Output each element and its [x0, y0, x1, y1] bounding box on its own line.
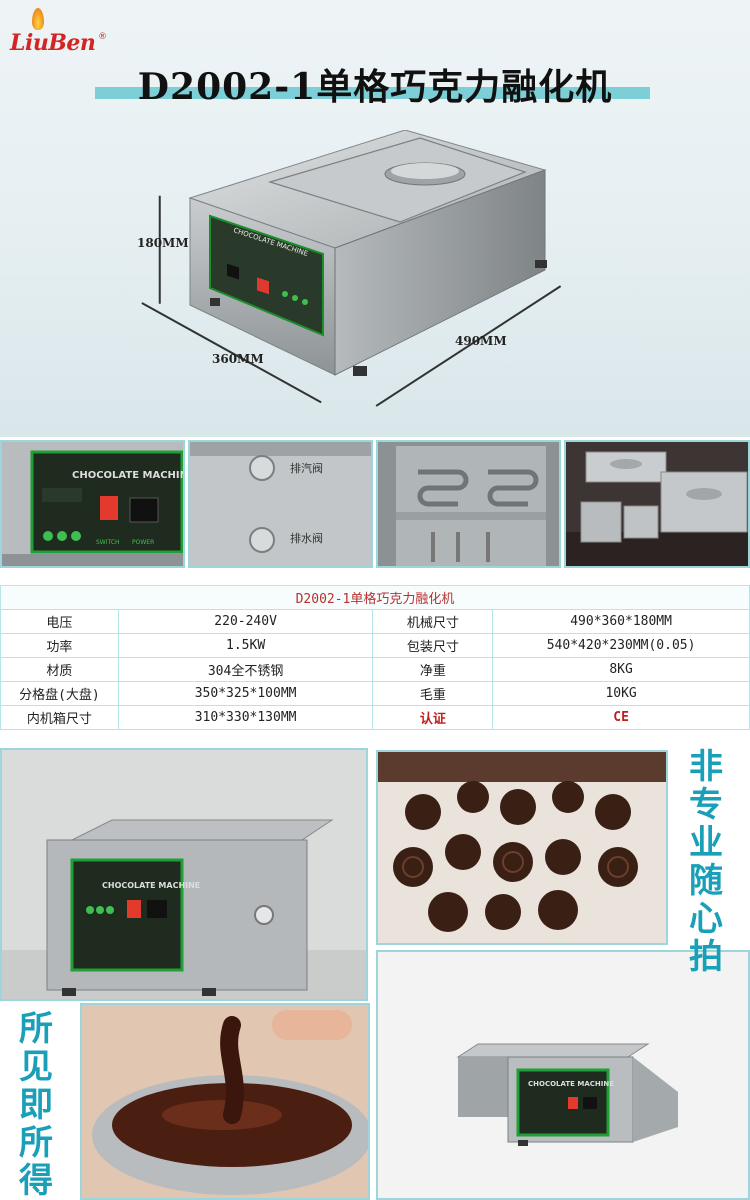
- panel-label: CHOCOLATE MACHINE: [102, 881, 200, 890]
- logo-text: LiuBen: [10, 30, 96, 56]
- spec-value: 310*330*130MM: [117, 705, 374, 730]
- slogan-right: 非 专 业 随 心 拍: [684, 748, 728, 976]
- spec-value: 10KG: [492, 681, 750, 706]
- exhaust-valve-label: 排汽阀: [290, 461, 323, 475]
- spec-key-certification: 认证: [372, 705, 494, 730]
- table-row: 电压 220-240V 机械尺寸 490*360*180MM: [0, 609, 750, 634]
- table-row: 分格盘(大盘) 350*325*100MM 毛重 10KG: [0, 681, 750, 706]
- spec-key: 功率: [0, 633, 119, 658]
- slogan-char: 见: [19, 1047, 53, 1087]
- machine-angle-photo: CHOCOLATE MACHINE: [376, 950, 750, 1200]
- slogan-char: 业: [689, 823, 723, 863]
- slogan-char: 非: [689, 747, 723, 787]
- table-row: 功率 1.5KW 包装尺寸 540*420*230MM(0.05): [0, 633, 750, 658]
- slogan-char: 心: [689, 899, 723, 939]
- spec-value: 540*420*230MM(0.05): [492, 633, 750, 658]
- spec-key: 电压: [0, 609, 119, 634]
- control-panel-photo: CHOCOLATE MACHINE SWITCH POWER: [0, 440, 185, 568]
- spec-key: 毛重: [372, 681, 494, 706]
- melted-chocolate-photo: [80, 1003, 370, 1200]
- registered-mark: ®: [98, 32, 107, 42]
- flame-icon: [32, 8, 44, 30]
- depth-dimension: 490MM: [455, 334, 507, 348]
- drain-valve-label: 排水阀: [290, 531, 323, 545]
- slogan-char: 即: [19, 1085, 53, 1125]
- heating-element-photo: [376, 440, 561, 568]
- slogan-left: 所 见 即 所 得: [14, 1010, 58, 1200]
- title-underline: [95, 87, 650, 99]
- machine-front-photo: CHOCOLATE MACHINE: [0, 748, 368, 1001]
- spec-value: 8KG: [492, 657, 750, 682]
- spec-value-certification: CE: [492, 705, 750, 730]
- power-label: POWER: [132, 539, 154, 546]
- slogan-char: 拍: [689, 937, 723, 977]
- spec-key: 机械尺寸: [372, 609, 494, 634]
- spec-value: 220-240V: [117, 609, 374, 634]
- brand-logo: LiuBen ®: [10, 8, 120, 68]
- slogan-char: 随: [689, 861, 723, 901]
- slogan-char: 所: [19, 1123, 53, 1163]
- spec-value: 350*325*100MM: [117, 681, 374, 706]
- product-banner: LiuBen ® D2002-1单格巧克力融化机 CHOCOLATE MA: [0, 0, 750, 437]
- spec-key: 分格盘(大盘): [0, 681, 119, 706]
- valves-photo: 排汽阀 排水阀: [188, 440, 373, 568]
- pans-photo: [564, 440, 750, 568]
- spec-value: 304全不锈钢: [117, 657, 374, 682]
- spec-key: 内机箱尺寸: [0, 705, 119, 730]
- spec-header: D2002-1单格巧克力融化机: [0, 585, 750, 610]
- panel-label: CHOCOLATE MACHINE: [528, 1080, 614, 1088]
- table-row: 内机箱尺寸 310*330*130MM 认证 CE: [0, 705, 750, 730]
- machine-illustration: CHOCOLATE MACHINE: [188, 130, 547, 376]
- slogan-char: 专: [689, 785, 723, 825]
- switch-label: SWITCH: [96, 539, 120, 546]
- panel-label: CHOCOLATE MACHINE: [72, 470, 185, 481]
- slogan-char: 所: [19, 1009, 53, 1049]
- spec-key: 包装尺寸: [372, 633, 494, 658]
- spec-table: D2002-1单格巧克力融化机 电压 220-240V 机械尺寸 490*360…: [0, 585, 750, 730]
- spec-value: 1.5KW: [117, 633, 374, 658]
- width-dimension: 360MM: [212, 352, 264, 366]
- spec-value: 490*360*180MM: [492, 609, 750, 634]
- height-dimension: 180MM: [137, 236, 189, 250]
- slogan-char: 得: [19, 1161, 53, 1200]
- spec-header-row: D2002-1单格巧克力融化机: [0, 585, 750, 610]
- page-title: D2002-1单格巧克力融化机: [137, 66, 613, 108]
- spec-key: 材质: [0, 657, 119, 682]
- spec-key: 净重: [372, 657, 494, 682]
- chocolates-photo: [376, 750, 668, 945]
- table-row: 材质 304全不锈钢 净重 8KG: [0, 657, 750, 682]
